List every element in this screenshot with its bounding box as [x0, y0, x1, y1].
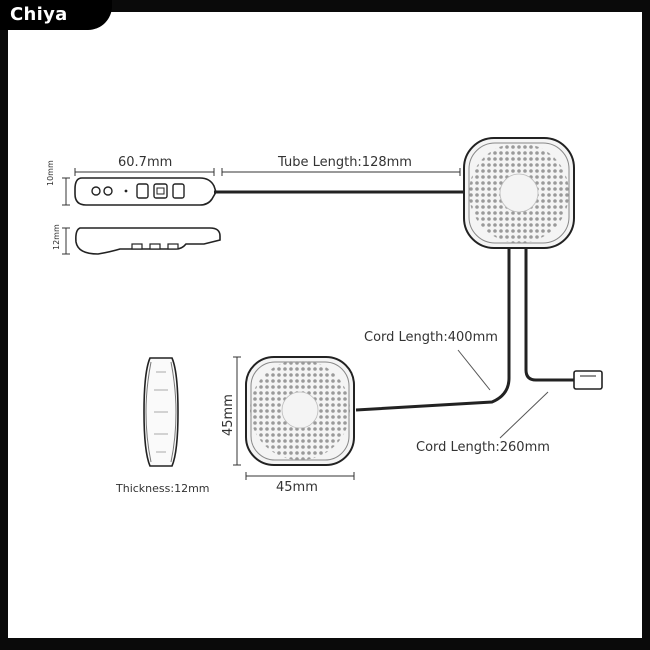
brand-tab: Chiya	[0, 0, 112, 30]
button-icon	[153, 183, 168, 199]
speaker-left	[245, 355, 357, 467]
label-cord-length-long: Cord Length:400mm	[364, 330, 498, 345]
label-remote-height-top: 10mm	[46, 160, 55, 186]
dimension-speaker-width	[245, 472, 355, 480]
led-indicator-icon	[91, 186, 101, 196]
label-speaker-width: 45mm	[276, 480, 318, 495]
dimension-remote-height-top	[62, 177, 70, 206]
label-speaker-height: 45mm	[221, 394, 236, 436]
label-remote-height-side: 12mm	[52, 224, 61, 250]
button-icon	[136, 183, 149, 199]
label-cord-length-short: Cord Length:260mm	[416, 440, 550, 455]
button-icon	[172, 183, 185, 199]
dimension-remote-length	[74, 168, 215, 176]
label-remote-length: 60.7mm	[118, 155, 173, 170]
dimension-speaker-height	[233, 356, 241, 466]
label-tube-length: Tube Length:128mm	[278, 155, 412, 170]
product-diagram-canvas	[8, 12, 642, 638]
connector-plug	[573, 370, 603, 390]
remote-side-view	[75, 227, 221, 255]
label-thickness: Thickness:12mm	[116, 482, 210, 495]
cords	[355, 248, 574, 412]
speaker-side-profile	[143, 357, 179, 467]
remote-top-view	[74, 177, 464, 206]
leader-line	[499, 391, 549, 439]
dimension-remote-height-side	[62, 227, 70, 255]
leader-line	[457, 349, 491, 391]
speaker-right	[460, 130, 580, 255]
microphone-hole-icon	[124, 189, 128, 193]
brand-logo: Chiya	[10, 4, 68, 25]
led-indicator-icon	[103, 186, 113, 196]
